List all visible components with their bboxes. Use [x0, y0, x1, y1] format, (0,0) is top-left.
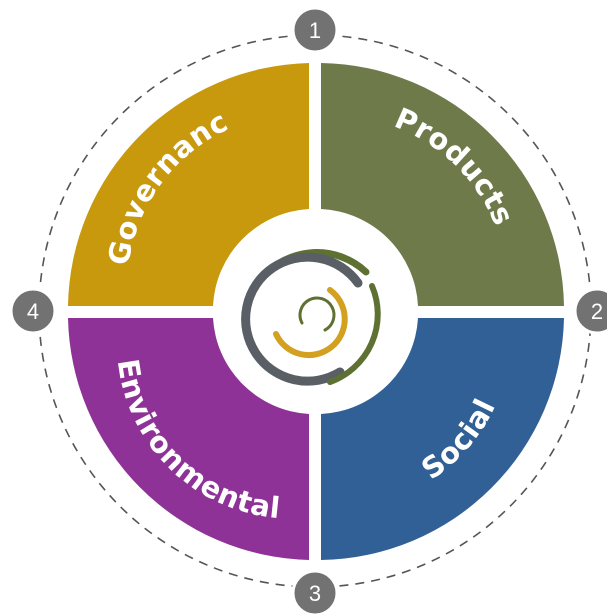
badge-3-number: 3	[309, 581, 321, 606]
logo-arc-green-outer	[327, 283, 381, 385]
badge-3[interactable]: 3	[291, 569, 339, 614]
badge-1-number: 1	[309, 18, 321, 43]
logo-arc-green-inner	[298, 296, 336, 332]
badge-3-circle	[291, 569, 339, 614]
badge-1-circle	[291, 6, 339, 54]
badge-4[interactable]: 4	[9, 287, 57, 335]
badge-2-number: 2	[591, 299, 603, 324]
logo-arc-gray	[241, 252, 363, 386]
badge-1[interactable]: 1	[291, 6, 339, 54]
products-wedge[interactable]	[321, 63, 564, 306]
logo-arc-gold	[273, 287, 348, 358]
badge-4-circle	[9, 287, 57, 335]
dashed-outer-ring	[38, 34, 592, 588]
badge-2-circle	[573, 287, 607, 335]
governance-wedge[interactable]	[68, 63, 309, 306]
badge-2[interactable]: 2	[573, 287, 607, 335]
environmental-wedge[interactable]	[68, 318, 309, 560]
badge-4-number: 4	[27, 299, 39, 324]
quadrant-wedges	[68, 63, 564, 560]
social-wedge[interactable]	[321, 318, 564, 560]
spiral-logo-icon	[241, 249, 381, 386]
